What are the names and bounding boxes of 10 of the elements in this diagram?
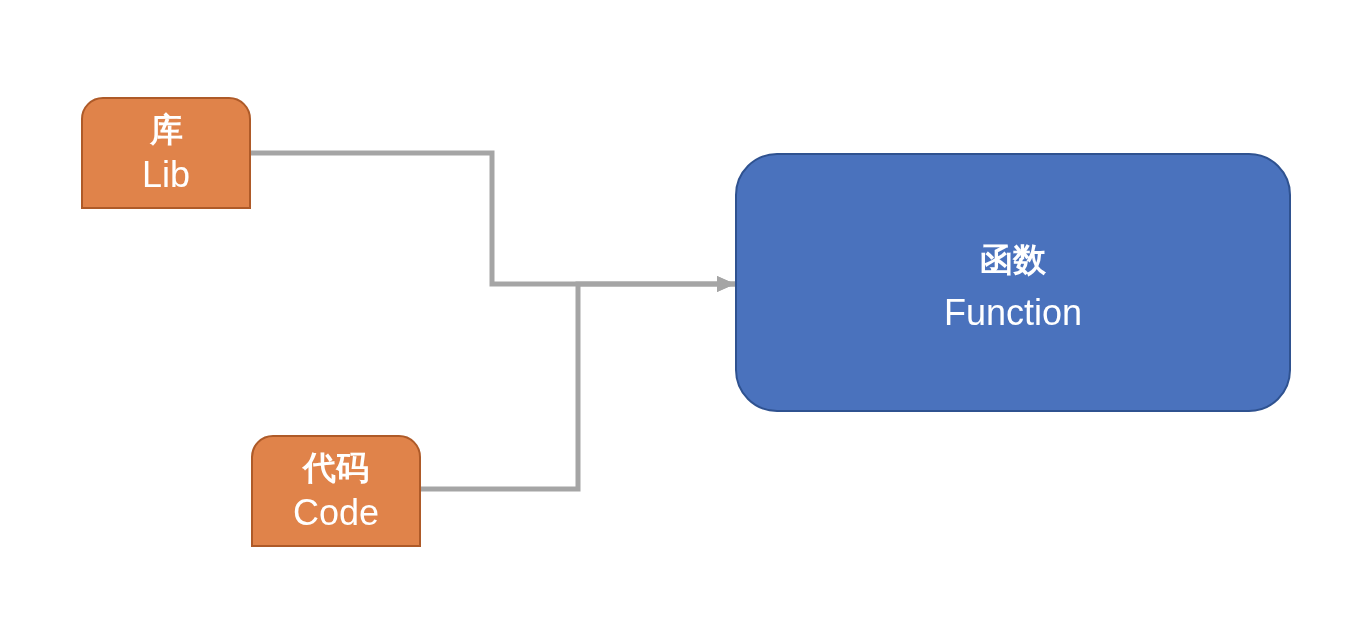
label-text: Lib xyxy=(141,153,190,197)
label-text: Function xyxy=(943,290,1083,335)
title-text: 函数 xyxy=(980,239,1046,280)
rounded-top-box xyxy=(81,97,251,209)
rounded-top-box xyxy=(251,435,421,547)
label-text: Code xyxy=(292,491,380,535)
rounded-box xyxy=(735,153,1291,412)
elbow-arrow xyxy=(421,276,735,492)
title-text: 代码 xyxy=(303,448,369,488)
title-text: 库 xyxy=(149,110,183,150)
